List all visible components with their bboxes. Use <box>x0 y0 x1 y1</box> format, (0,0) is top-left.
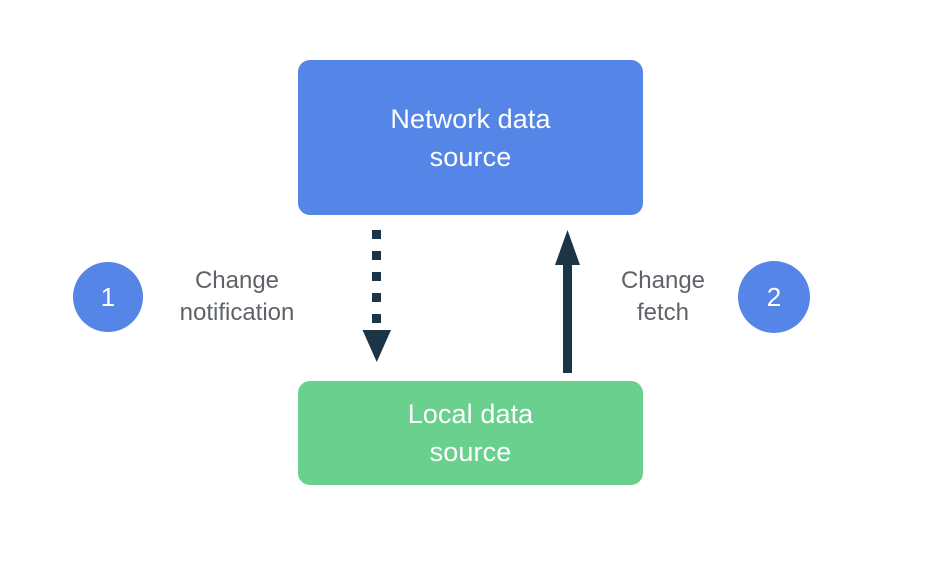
edge-label-change-fetch: Change fetch <box>620 267 706 326</box>
node-network-data-source[interactable]: Network data source <box>298 60 643 215</box>
solid-up-arrow-icon <box>555 230 580 373</box>
edge-label-change-notification: Change notification <box>179 267 295 326</box>
dotted-down-arrow-icon <box>362 230 391 362</box>
step-badge-2[interactable]: 2 <box>738 261 810 333</box>
node-local-data-source-label: Local data source <box>407 399 534 467</box>
node-network-data-source-label: Network data source <box>390 103 551 172</box>
step-badge-1-number: 1 <box>100 282 116 312</box>
step-badge-1[interactable]: 1 <box>73 262 143 332</box>
step-badge-2-number: 2 <box>766 282 782 312</box>
node-local-data-source[interactable]: Local data source <box>298 381 643 485</box>
